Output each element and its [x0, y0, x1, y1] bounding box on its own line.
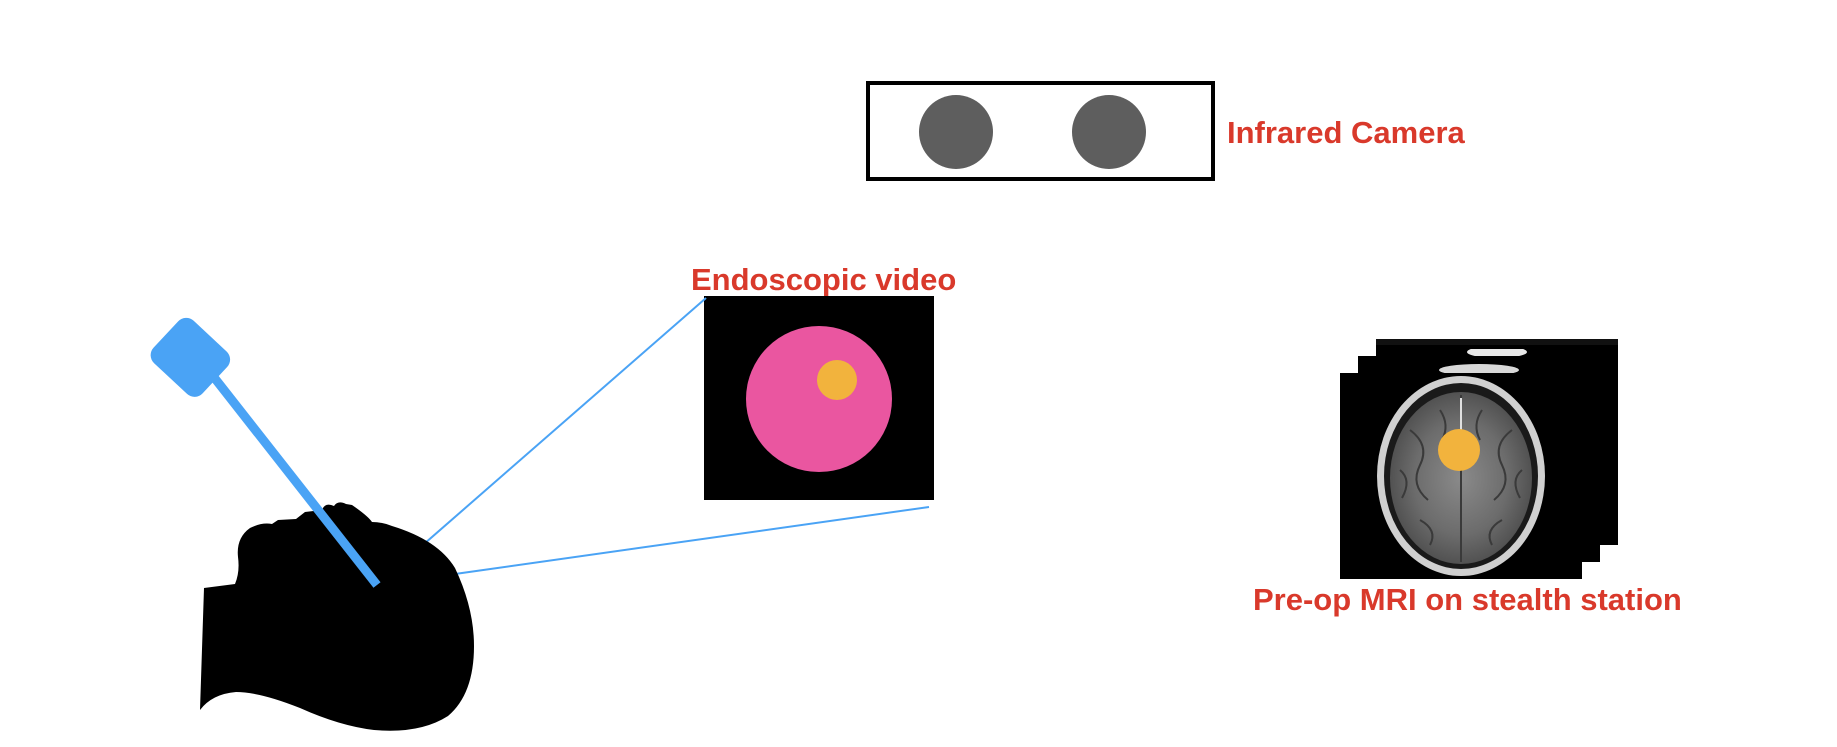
endoscopic-video-frame: [704, 296, 934, 500]
mri-slice-back-edge: [1376, 345, 1618, 349]
mri-target-marker: [1438, 429, 1480, 471]
probe-tracker-marker: [150, 317, 231, 397]
view-line-lower: [376, 506, 930, 586]
infrared-camera: [866, 81, 1215, 181]
camera-lens-left: [919, 95, 993, 169]
mri-slice-back-highlight: [1376, 339, 1618, 345]
view-line-upper: [376, 297, 707, 586]
tracked-endoscope-probe: [150, 317, 381, 588]
infrared-camera-label: Infrared Camera: [1227, 115, 1466, 150]
patient-head-silhouette: [200, 502, 474, 731]
endoscopic-video-label: Endoscopic video: [691, 262, 956, 297]
endoscopic-video-field: [746, 326, 892, 472]
endoscopic-target-marker: [817, 360, 857, 400]
camera-lens-right: [1072, 95, 1146, 169]
mri-label: Pre-op MRI on stealth station: [1253, 582, 1682, 617]
probe-shaft: [209, 373, 381, 588]
mri-slice-stack: [1340, 339, 1618, 579]
mri-axial-image: [1377, 376, 1545, 576]
